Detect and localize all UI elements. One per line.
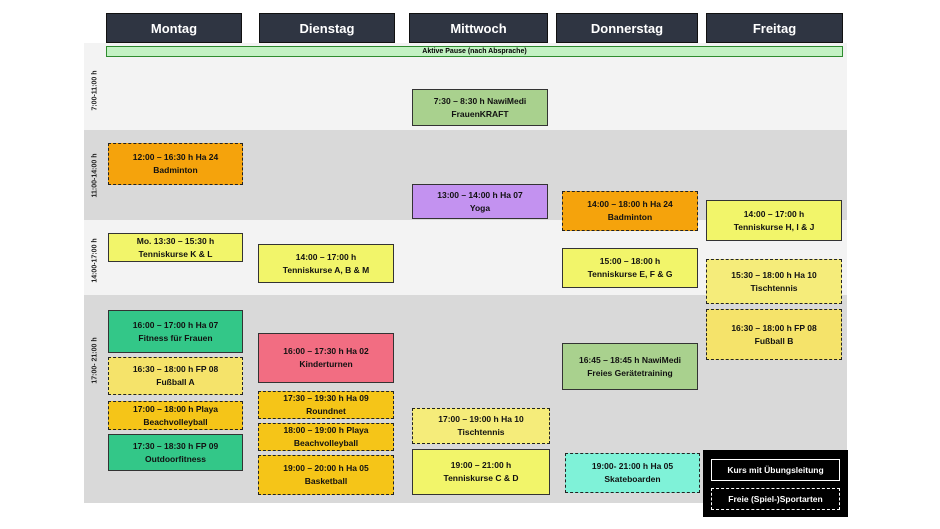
event-name: Skateboarden bbox=[604, 474, 661, 484]
event-mittwoch-tischtennis[interactable]: 17:00 – 19:00 h Ha 10 Tischtennis bbox=[412, 408, 550, 444]
event-montag-fitness[interactable]: 16:00 – 17:00 h Ha 07 Fitness für Frauen bbox=[108, 310, 243, 353]
event-time: 17:30 – 18:30 h FP 09 bbox=[132, 440, 219, 451]
event-name: Beachvolleyball bbox=[143, 416, 208, 427]
event-name: Beachvolleyball bbox=[293, 438, 359, 448]
event-mittwoch-frauenkraft[interactable]: 7:30 – 8:30 h NawiMedi FrauenKRAFT bbox=[412, 89, 548, 126]
event-donnerstag-tennis[interactable]: 15:00 – 18:00 h Tenniskurse E, F & G bbox=[562, 248, 698, 288]
event-mittwoch-yoga[interactable]: 13:00 – 14:00 h Ha 07 Yoga bbox=[412, 184, 548, 219]
event-name: Tenniskurse A, B & M bbox=[282, 264, 370, 275]
event-time: 14:00 – 17:00 h bbox=[743, 208, 805, 219]
event-time: 13:00 – 14:00 h Ha 07 bbox=[437, 189, 523, 200]
day-header-donnerstag: Donnerstag bbox=[556, 13, 698, 43]
event-name: Tenniskurse C & D bbox=[443, 473, 519, 483]
legend-solid-course: Kurs mit Übungsleitung bbox=[711, 459, 840, 481]
event-freitag-tischtennis[interactable]: 15:30 – 18:00 h Ha 10 Tischtennis bbox=[706, 259, 842, 304]
event-donnerstag-skateboarden[interactable]: 19:00- 21:00 h Ha 05 Skateboarden bbox=[565, 453, 700, 493]
time-slot-label: 7:00-11:00 h bbox=[91, 69, 99, 111]
event-name: Badminton bbox=[607, 212, 653, 222]
event-time: 16:00 – 17:00 h Ha 07 bbox=[132, 319, 219, 330]
event-name: Badminton bbox=[153, 165, 198, 175]
event-time: 17:00 – 18:00 h Playa bbox=[132, 403, 219, 414]
event-time: 19:00- 21:00 h Ha 05 bbox=[591, 461, 674, 471]
event-time: 19:00 – 20:00 h Ha 05 bbox=[283, 463, 369, 473]
event-name: Fußball B bbox=[754, 335, 794, 346]
legend: Kurs mit Übungsleitung Freie (Spiel-)Spo… bbox=[703, 450, 848, 517]
event-name: Freies Gerätetraining bbox=[587, 367, 673, 378]
event-time: 12:00 – 16:30 h Ha 24 bbox=[132, 152, 219, 162]
day-header-dienstag: Dienstag bbox=[259, 13, 395, 43]
event-time: 19:00 – 21:00 h bbox=[450, 460, 512, 470]
event-time: 15:00 – 18:00 h bbox=[599, 256, 661, 266]
event-time: Mo. 13:30 – 15:30 h bbox=[136, 235, 215, 246]
legend-dashed-free-sport: Freie (Spiel-)Sportarten bbox=[711, 488, 840, 510]
event-time: 17:30 – 19:30 h Ha 09 bbox=[283, 393, 369, 403]
event-name: Tenniskurse K & L bbox=[138, 248, 213, 259]
event-donnerstag-badminton[interactable]: 14:00 – 18:00 h Ha 24 Badminton bbox=[562, 191, 698, 231]
event-dienstag-roundnet[interactable]: 17:30 – 19:30 h Ha 09 Roundnet bbox=[258, 391, 394, 419]
event-name: FrauenKRAFT bbox=[451, 108, 509, 119]
event-name: Kinderturnen bbox=[299, 359, 353, 369]
event-time: 17:00 – 19:00 h Ha 10 bbox=[438, 414, 524, 424]
event-time: 16:45 – 18:45 h NawiMedi bbox=[578, 354, 682, 365]
active-pause-bar: Aktive Pause (nach Absprache) bbox=[106, 46, 843, 57]
event-montag-fussball[interactable]: 16:30 – 18:00 h FP 08 Fußball A bbox=[108, 357, 243, 395]
event-dienstag-kinderturnen[interactable]: 16:00 – 17:30 h Ha 02 Kinderturnen bbox=[258, 333, 394, 383]
time-slot-label: 11:00-14:00 h bbox=[91, 153, 99, 197]
event-name: Fußball A bbox=[156, 377, 195, 387]
event-name: Yoga bbox=[469, 202, 491, 213]
event-time: 7:30 – 8:30 h NawiMedi bbox=[433, 95, 527, 106]
time-slot-label: 14:00-17:00 h bbox=[91, 237, 99, 283]
event-name: Tischtennis bbox=[750, 282, 798, 293]
event-name: Tischtennis bbox=[457, 427, 505, 437]
event-name: Fitness für Frauen bbox=[138, 332, 213, 343]
day-header-freitag: Freitag bbox=[706, 13, 843, 43]
event-name: Outdoorfitness bbox=[145, 453, 206, 464]
event-name: Roundnet bbox=[306, 406, 346, 416]
event-name: Tenniskurse E, F & G bbox=[587, 269, 673, 279]
event-montag-beachvolleyball[interactable]: 17:00 – 18:00 h Playa Beachvolleyball bbox=[108, 401, 243, 430]
day-header-mittwoch: Mittwoch bbox=[409, 13, 548, 43]
event-donnerstag-geraetetraining[interactable]: 16:45 – 18:45 h NawiMedi Freies Gerätetr… bbox=[562, 343, 698, 390]
event-time: 16:30 – 18:00 h FP 08 bbox=[132, 364, 219, 374]
event-time: 14:00 – 18:00 h Ha 24 bbox=[587, 199, 673, 209]
event-mittwoch-tennis[interactable]: 19:00 – 21:00 h Tenniskurse C & D bbox=[412, 449, 550, 495]
event-freitag-tennis[interactable]: 14:00 – 17:00 h Tenniskurse H, I & J bbox=[706, 200, 842, 241]
event-time: 14:00 – 17:00 h bbox=[295, 251, 357, 262]
event-freitag-fussball[interactable]: 16:30 – 18:00 h FP 08 Fußball B bbox=[706, 309, 842, 360]
event-dienstag-beachvolleyball[interactable]: 18:00 – 19:00 h Playa Beachvolleyball bbox=[258, 423, 394, 451]
time-slot-label: 17:00- 21:00 h bbox=[91, 336, 99, 384]
event-dienstag-tennis[interactable]: 14:00 – 17:00 h Tenniskurse A, B & M bbox=[258, 244, 394, 283]
event-time: 18:00 – 19:00 h Playa bbox=[283, 425, 369, 435]
event-time: 16:30 – 18:00 h FP 08 bbox=[731, 322, 817, 333]
event-dienstag-basketball[interactable]: 19:00 – 20:00 h Ha 05 Basketball bbox=[258, 455, 394, 495]
event-montag-badminton[interactable]: 12:00 – 16:30 h Ha 24 Badminton bbox=[108, 143, 243, 185]
event-name: Tenniskurse H, I & J bbox=[733, 221, 815, 232]
event-time: 15:30 – 18:00 h Ha 10 bbox=[731, 269, 817, 280]
event-time: 16:00 – 17:30 h Ha 02 bbox=[283, 346, 369, 356]
day-header-montag: Montag bbox=[106, 13, 242, 43]
event-montag-outdoorfitness[interactable]: 17:30 – 18:30 h FP 09 Outdoorfitness bbox=[108, 434, 243, 471]
event-montag-tennis[interactable]: Mo. 13:30 – 15:30 h Tenniskurse K & L bbox=[108, 233, 243, 262]
event-name: Basketball bbox=[304, 476, 348, 486]
